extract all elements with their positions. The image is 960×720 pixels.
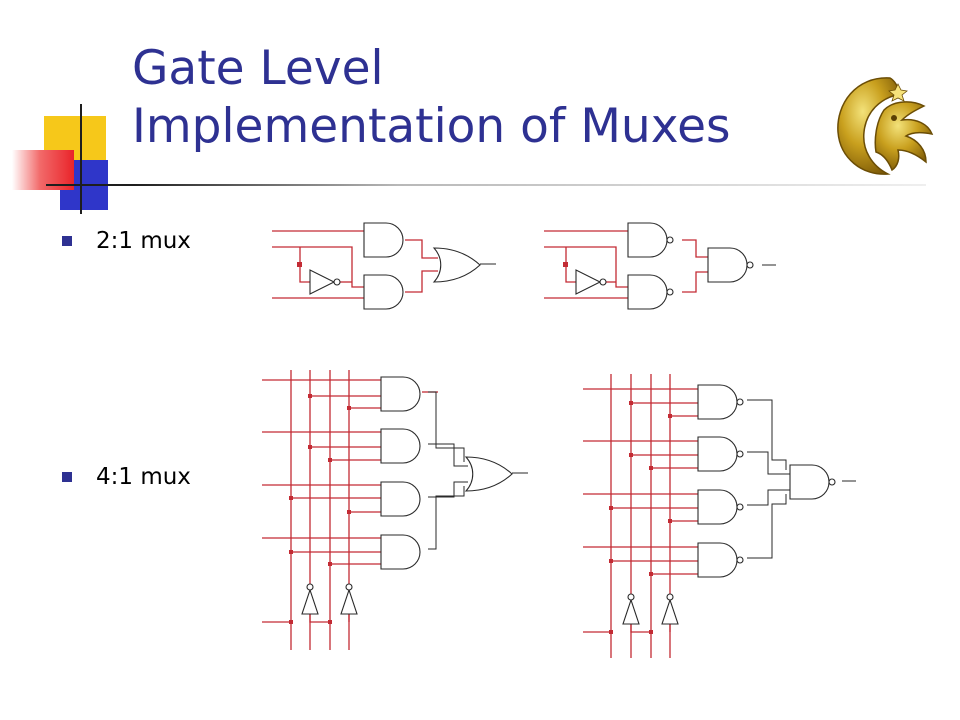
bullet-label: 2:1 mux xyxy=(96,228,191,254)
not-gate xyxy=(340,583,358,615)
nand-gate xyxy=(697,384,744,420)
mux-2to1-nand-nand xyxy=(544,222,776,310)
deco-vertical-line xyxy=(80,104,82,214)
or-gate xyxy=(465,456,513,492)
and-gate xyxy=(363,222,404,258)
slide-title-line-2: Implementation of Muxes xyxy=(132,99,731,154)
and-gate xyxy=(380,428,421,464)
slide-title: Gate Level Implementation of Muxes xyxy=(132,40,731,156)
nand-gate xyxy=(627,274,674,310)
not-gate xyxy=(575,269,602,295)
bullet-label: 4:1 mux xyxy=(96,464,191,490)
bullet-square-icon xyxy=(62,472,72,482)
bullet-4to1-mux: 4:1 mux xyxy=(62,464,191,490)
not-gate xyxy=(301,583,319,615)
nand-gate xyxy=(789,464,836,500)
nand-gate xyxy=(697,489,744,525)
nand-gate xyxy=(697,542,744,578)
title-underline xyxy=(46,184,926,186)
mux-4to1-and-or xyxy=(262,370,528,650)
mux-2to1-and-or xyxy=(272,222,496,310)
and-gate xyxy=(380,534,421,570)
bullet-square-icon xyxy=(62,236,72,246)
nand-gate xyxy=(697,436,744,472)
nand-gate xyxy=(627,222,674,258)
pegasus-logo-icon xyxy=(837,77,934,175)
not-gate xyxy=(622,593,640,625)
and-gate xyxy=(380,376,421,412)
and-gate xyxy=(363,274,404,310)
mux-4to1-nand-nand xyxy=(583,374,856,658)
bullet-2to1-mux: 2:1 mux xyxy=(62,228,191,254)
deco-red-gradient xyxy=(12,150,74,190)
not-gate xyxy=(661,593,679,625)
or-gate xyxy=(433,247,481,283)
not-gate xyxy=(309,269,336,295)
nand-gate xyxy=(707,247,754,283)
slide-title-line-1: Gate Level xyxy=(132,41,384,96)
and-gate xyxy=(380,481,421,517)
